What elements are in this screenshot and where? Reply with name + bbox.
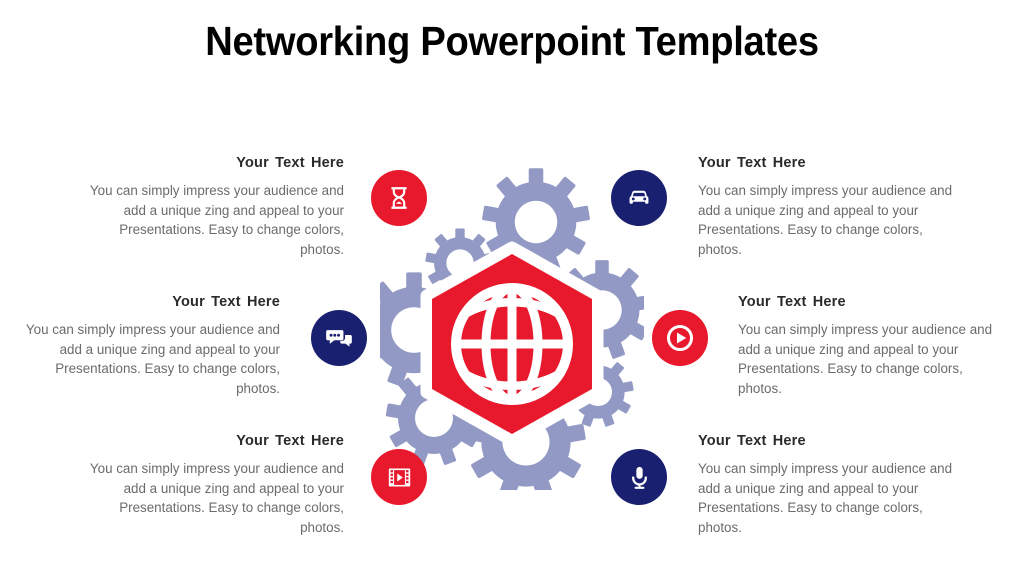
block-heading: Your Text Here	[698, 433, 806, 449]
block-body: You can simply impress your audience and…	[25, 322, 280, 396]
icon-button-top-left[interactable]	[371, 170, 427, 226]
icon-button-top-right[interactable]	[611, 170, 667, 226]
text-block-middle-right: Your Text Here You can simply impress yo…	[738, 293, 1000, 398]
block-body: You can simply impress your audience and…	[698, 183, 953, 257]
icon-button-bottom-left[interactable]	[371, 449, 427, 505]
page-title: Networking Powerpoint Templates	[205, 18, 819, 64]
text-block-bottom-left: Your Text Here You can simply impress yo…	[82, 432, 344, 537]
hourglass-icon	[391, 187, 407, 209]
icon-button-middle-right[interactable]	[652, 310, 708, 366]
car-icon	[629, 190, 649, 204]
film-strip-icon	[388, 468, 410, 486]
icon-button-bottom-right[interactable]	[611, 449, 667, 505]
block-heading: Your Text Here	[236, 155, 344, 171]
central-graphic	[380, 150, 644, 490]
block-heading: Your Text Here	[698, 155, 806, 171]
block-body: You can simply impress your audience and…	[698, 461, 953, 535]
text-block-top-right: Your Text Here You can simply impress yo…	[698, 154, 960, 259]
icon-button-middle-left[interactable]	[311, 310, 367, 366]
block-body: You can simply impress your audience and…	[89, 461, 344, 535]
block-body: You can simply impress your audience and…	[738, 322, 993, 396]
text-block-top-left: Your Text Here You can simply impress yo…	[82, 154, 344, 259]
text-block-bottom-right: Your Text Here You can simply impress yo…	[698, 432, 960, 537]
chat-bubbles-icon	[326, 330, 352, 347]
play-circle-icon	[667, 325, 693, 351]
center-hexagon	[420, 241, 604, 447]
block-heading: Your Text Here	[236, 433, 344, 449]
block-body: You can simply impress your audience and…	[89, 183, 344, 257]
text-block-middle-left: Your Text Here You can simply impress yo…	[18, 293, 280, 398]
microphone-icon	[631, 466, 647, 489]
block-heading: Your Text Here	[172, 294, 280, 310]
globe-icon	[451, 283, 573, 405]
block-heading: Your Text Here	[738, 294, 846, 310]
